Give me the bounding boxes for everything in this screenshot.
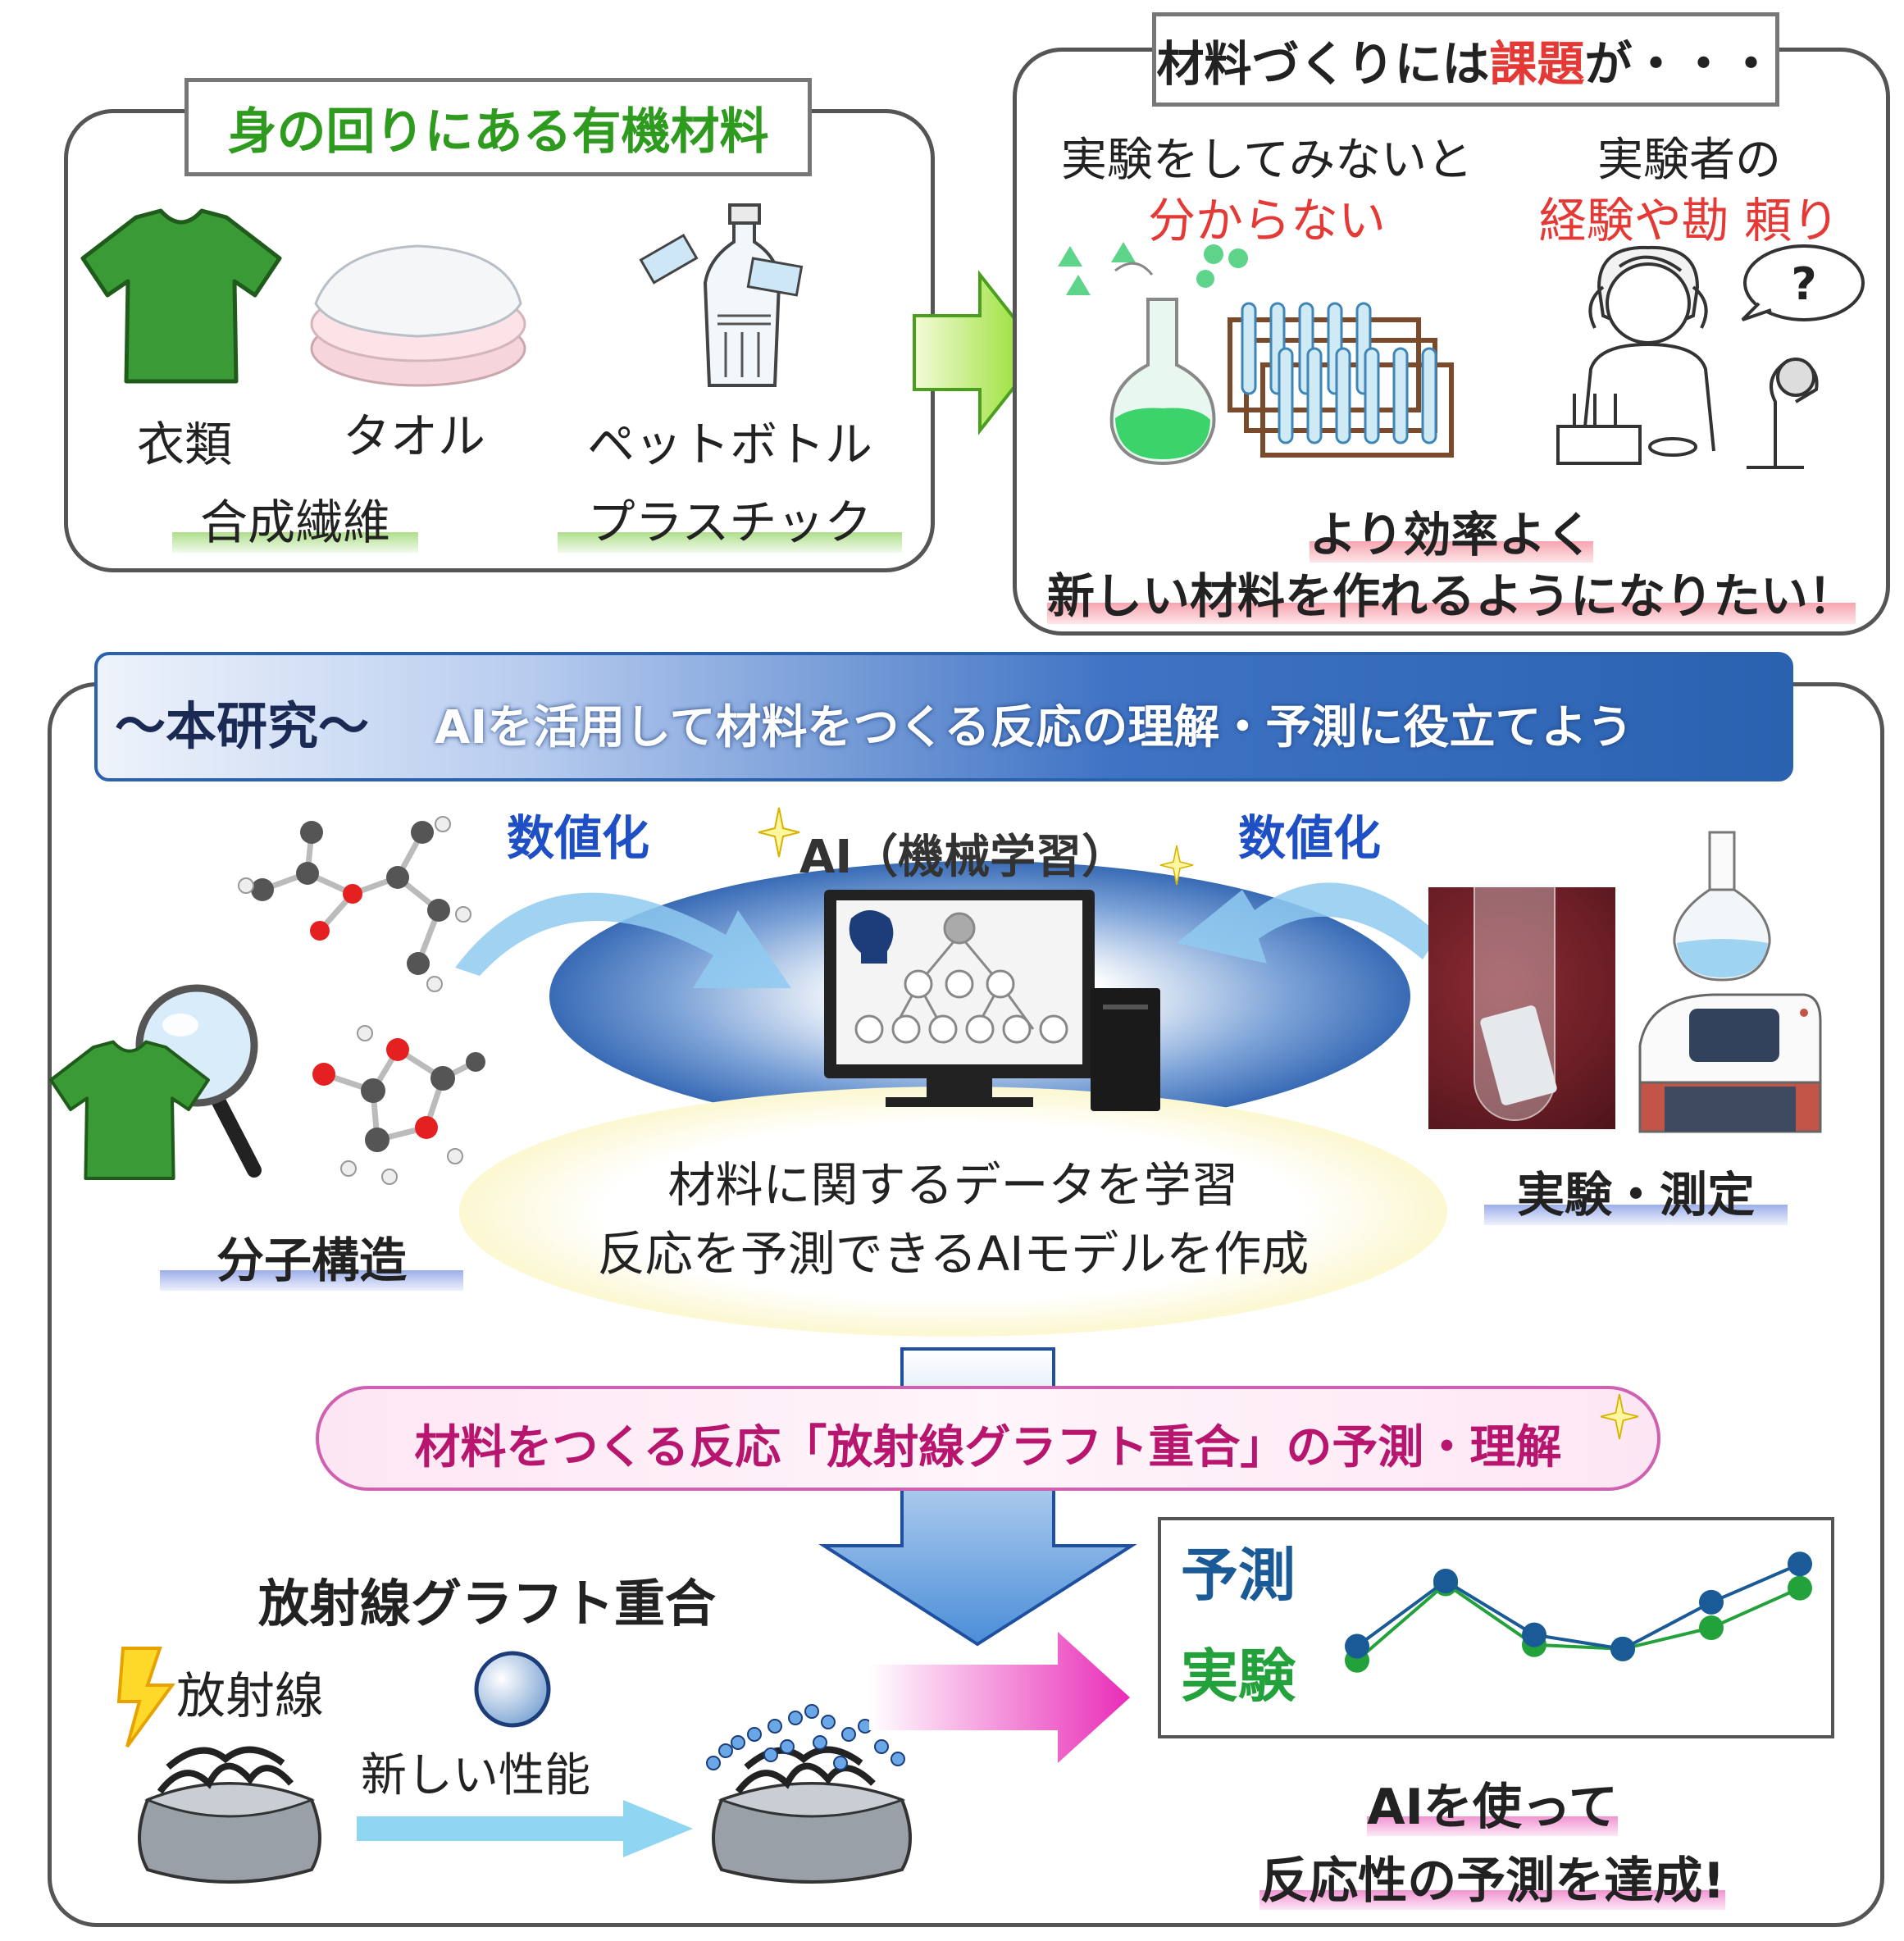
sparkle-icon xyxy=(1600,1393,1639,1440)
lightning-icon xyxy=(116,1647,175,1748)
issue2-line1: 実験者の xyxy=(1597,134,1781,187)
conclusion-line2-text: 反応性の予測を達成! xyxy=(1259,1852,1725,1910)
experiment-label: 実験・測定 xyxy=(1484,1156,1788,1225)
issue1-line2: 分からない xyxy=(1147,193,1386,248)
data-point xyxy=(1610,1636,1635,1661)
data-point xyxy=(1345,1633,1369,1659)
digitize-arrow-left-icon xyxy=(455,892,791,988)
digitize-right-label: 数値化 xyxy=(1238,810,1382,866)
group-plastic: プラスチック xyxy=(558,484,902,553)
organic-materials-title-text: 身の回りにある有機材料 xyxy=(227,103,769,161)
learn-line1: 材料に関するデータを学習 xyxy=(667,1157,1239,1213)
result-arrow-icon xyxy=(869,1632,1130,1763)
data-point xyxy=(1699,1615,1724,1640)
challenges-title-post: が・・・ xyxy=(1584,35,1775,92)
grafting-title: 放射線グラフト重合 xyxy=(258,1574,717,1633)
sparkle-icon xyxy=(758,807,800,858)
ai-label: AI（機械学習） xyxy=(799,831,1128,884)
challenges-title-pre: 材料づくりには xyxy=(1156,35,1490,92)
research-banner xyxy=(94,652,1793,781)
shirt-icon xyxy=(49,1040,210,1180)
challenges-title: 材料づくりには課題が・・・ xyxy=(1152,12,1779,107)
conclusion-line1-text: AIを使って xyxy=(1367,1779,1618,1836)
flask-icon xyxy=(1058,242,1248,466)
item-towel: タオル xyxy=(342,408,485,464)
digitize-left-label: 数値化 xyxy=(507,810,650,866)
legend-experiment: 実験 xyxy=(1181,1643,1296,1710)
goal-line2-text: 新しい材料を作れるようになりたい！ xyxy=(1046,568,1856,624)
computer-icon xyxy=(824,890,1160,1111)
flow-arrow-icon xyxy=(357,1800,693,1857)
pet-bottle-icon xyxy=(639,203,804,387)
arrow-down-icon xyxy=(818,1347,1137,1647)
spectrometer-icon xyxy=(1638,993,1822,1133)
arrow-right-icon xyxy=(913,270,1044,435)
round-flask-icon xyxy=(1673,831,1771,982)
sample-photo xyxy=(1428,883,1615,1129)
data-point xyxy=(1699,1589,1724,1615)
issue1-line1: 実験をしてみないと xyxy=(1060,134,1474,187)
towel-icon xyxy=(310,244,526,387)
goal-line1: より効率よく xyxy=(1025,496,1878,565)
learning-glow xyxy=(459,1087,1447,1337)
molecule-icon xyxy=(238,816,471,992)
test-tube-rack-icon xyxy=(1228,302,1454,458)
data-point xyxy=(1788,1575,1812,1601)
research-banner-label: 〜本研究〜 xyxy=(115,696,370,756)
legend-prediction: 予測 xyxy=(1181,1542,1296,1609)
organic-materials-title: 身の回りにある有機材料 xyxy=(184,78,812,176)
prediction-line-chart xyxy=(1345,1551,1812,1673)
molecule-structure-label: 分子構造 xyxy=(160,1222,463,1291)
question-mark: ? xyxy=(1791,258,1817,310)
reaction-banner-text: 材料をつくる反応「放射線グラフト重合」の予測・理解 xyxy=(414,1421,1562,1474)
data-point xyxy=(1788,1551,1812,1577)
researcher-icon xyxy=(1556,244,1865,469)
conclusion-line1: AIを使って xyxy=(1181,1767,1804,1838)
data-point xyxy=(1522,1622,1546,1647)
conclusion-line2: 反応性の予測を達成! xyxy=(1181,1841,1804,1912)
radiation-label: 放射線 xyxy=(176,1668,324,1725)
research-banner-text: AIを活用して材料をつくる反応の理解・予測に役立てよう xyxy=(435,701,1633,754)
shirt-icon xyxy=(80,208,282,384)
molecule-icon xyxy=(312,1025,485,1185)
learn-line2: 反応を予測できるAIモデルを作成 xyxy=(597,1226,1310,1282)
substrate-icon xyxy=(138,1746,321,1884)
digitize-arrow-right-icon xyxy=(1177,882,1439,964)
data-point xyxy=(1433,1569,1458,1593)
series-line-0 xyxy=(1355,1562,1801,1651)
grafted-substrate-icon xyxy=(706,1704,912,1884)
monomer-sphere-icon xyxy=(474,1651,551,1728)
new-performance-label: 新しい性能 xyxy=(361,1749,590,1802)
issue2-line2: 経験や勘 頼り xyxy=(1538,193,1840,248)
item-clothes: 衣類 xyxy=(136,417,232,472)
series-line-1 xyxy=(1355,1581,1801,1662)
item-pet-bottle: ペットボトル xyxy=(586,417,872,472)
challenges-title-emph: 課題 xyxy=(1489,35,1585,92)
sparkle-icon xyxy=(1159,845,1194,886)
goal-line1-text: より効率よく xyxy=(1309,507,1594,563)
goal-line2: 新しい材料を作れるようになりたい！ xyxy=(1025,558,1878,626)
reaction-banner xyxy=(316,1386,1660,1491)
group-synthetic-fiber: 合成繊維 xyxy=(172,484,418,553)
